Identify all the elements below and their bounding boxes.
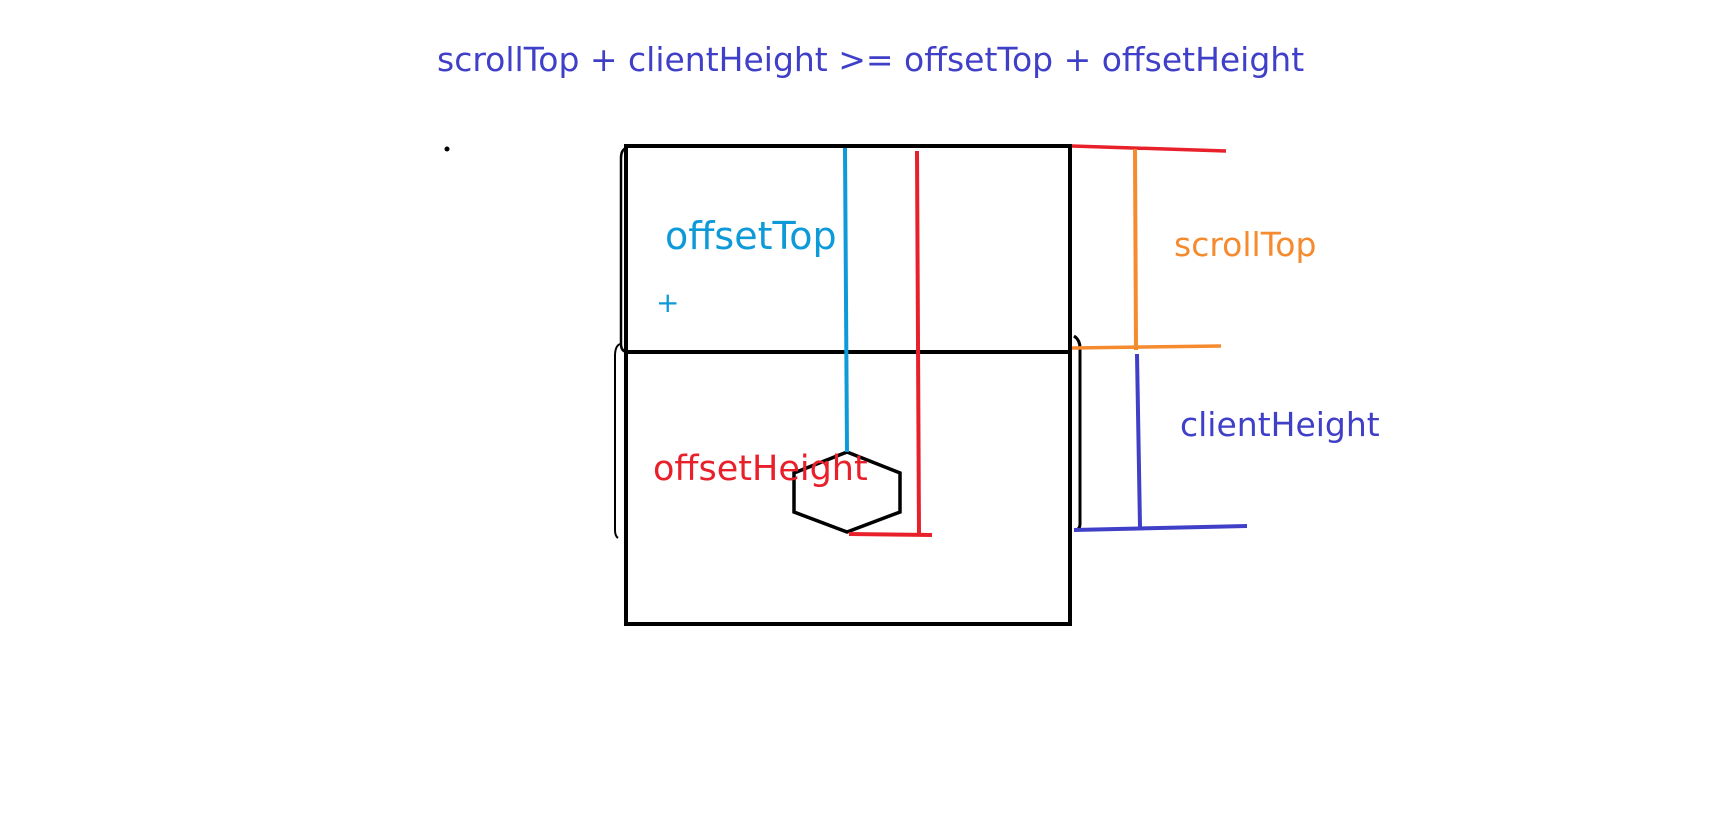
formula-text: scrollTop + clientHeight >= offsetTop + … — [437, 40, 1304, 79]
client-height-bottom-tick — [1073, 524, 1248, 532]
viewport-region-bracket — [614, 343, 621, 539]
scrolled-region-bracket — [619, 146, 629, 354]
target-element — [792, 450, 902, 534]
scroll-top-line — [1133, 148, 1138, 351]
offset-height-bottom-tick — [848, 532, 933, 537]
offset-height-label: offsetHeight — [653, 449, 868, 489]
offset-top-label: offsetTop — [665, 214, 837, 258]
document-box — [624, 144, 1072, 626]
viewport-right-bracket — [1073, 334, 1082, 532]
client-height-line — [1135, 353, 1142, 528]
offset-top-line — [843, 147, 849, 453]
plus-sign-label: + — [656, 286, 679, 319]
scroll-top-bottom-tick — [1071, 344, 1222, 350]
document-top-line — [1071, 144, 1227, 153]
client-height-label: clientHeight — [1180, 405, 1380, 444]
offset-height-line — [915, 150, 921, 536]
stray-dot — [444, 146, 450, 152]
scroll-top-label: scrollTop — [1174, 225, 1316, 264]
